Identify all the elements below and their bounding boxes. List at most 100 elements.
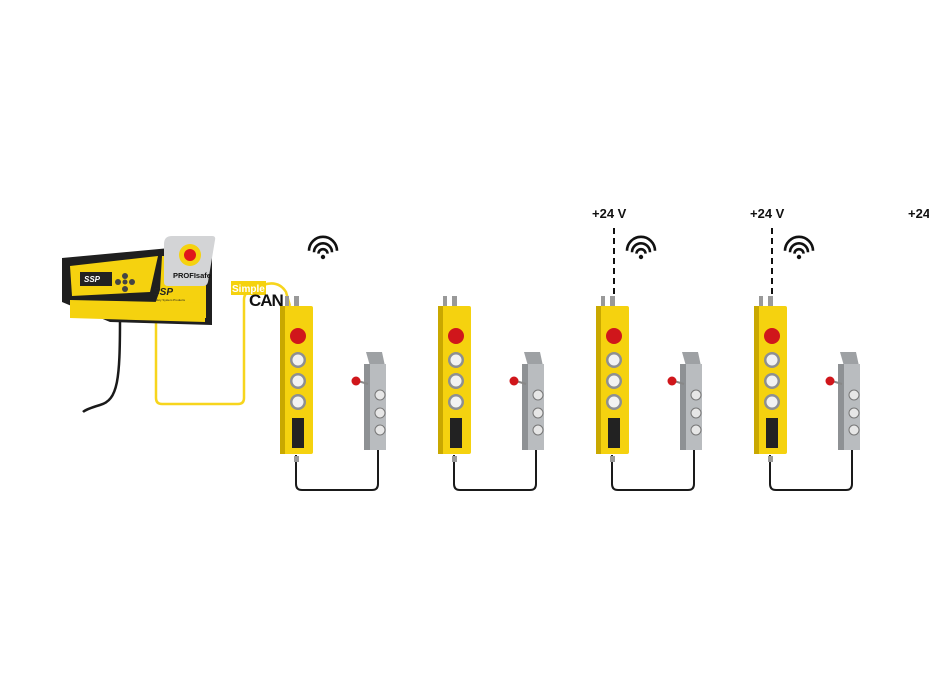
device-cable (453, 450, 537, 491)
lock-button (690, 389, 702, 401)
simplecan-main: CAN (249, 291, 284, 310)
box-side (280, 306, 285, 454)
connector (768, 296, 773, 308)
escape-release-knob (825, 376, 835, 386)
connector (285, 296, 289, 308)
push-button (608, 375, 620, 387)
controller-display (80, 272, 112, 286)
box-side (754, 306, 759, 454)
controller-logo: SSP (153, 287, 173, 298)
wifi-dot (320, 254, 326, 260)
keypad-down-key (122, 286, 128, 292)
control-box (754, 296, 787, 462)
lock-button (532, 407, 544, 419)
door-lock (825, 352, 860, 450)
push-button (292, 396, 304, 408)
controller-display-logo: SSP (84, 275, 101, 284)
display (292, 418, 304, 448)
wifi-icon (625, 235, 657, 260)
lock-button (532, 389, 544, 401)
connector (610, 296, 615, 308)
wifi-icon (307, 235, 339, 260)
display (450, 418, 462, 448)
controller-terminal-strip (70, 300, 205, 322)
device-cable (769, 450, 853, 491)
lock-button (374, 424, 386, 436)
lock-button (532, 424, 544, 436)
wifi-dot (638, 254, 644, 260)
push-button (766, 354, 778, 366)
lock-latch (366, 352, 385, 366)
bottom-connector (294, 456, 299, 462)
door-lock (509, 352, 544, 450)
simplecan-cable (154, 282, 292, 406)
lock-button (374, 407, 386, 419)
station: +24 V (596, 206, 815, 491)
wifi-icon (783, 235, 815, 260)
push-button (450, 375, 462, 387)
wifi-arc (783, 235, 815, 251)
simplecan-logo: Simple CAN (231, 281, 285, 310)
lock-latch (524, 352, 543, 366)
emergency-stop-button (764, 328, 780, 344)
lock-side (522, 364, 528, 450)
escape-release-knob (509, 376, 519, 386)
stations: +24 V+24 V+24 V (280, 206, 929, 491)
wifi-dot (796, 254, 802, 260)
voltage-label: +24 V (592, 206, 627, 221)
lock-side (838, 364, 844, 450)
keypad-enter-key (122, 279, 128, 285)
push-button (766, 375, 778, 387)
lock-button (848, 424, 860, 436)
wifi-arc (630, 242, 652, 253)
simplecan-logo-background (231, 281, 266, 295)
push-button (292, 375, 304, 387)
keypad-right-key (129, 279, 135, 285)
push-button (608, 354, 620, 366)
lock-button (848, 389, 860, 401)
voltage-label: +24 V (908, 206, 929, 221)
profisafe-badge: PROFIsafe (164, 236, 216, 286)
simplecan-prefix: Simple (232, 284, 265, 295)
bottom-connector (452, 456, 457, 462)
device-cable (295, 450, 379, 491)
push-button (292, 354, 304, 366)
box-side (438, 306, 443, 454)
bottom-connector (768, 456, 773, 462)
lock-button (848, 407, 860, 419)
bottom-connector (610, 456, 615, 462)
controller-keypad (115, 273, 135, 292)
lock-latch (682, 352, 701, 366)
control-box (596, 296, 629, 462)
push-button (450, 354, 462, 366)
device-cable (611, 450, 695, 491)
control-box (438, 296, 471, 462)
emergency-stop-button (448, 328, 464, 344)
controller-subtitle: Safety System Products (153, 298, 186, 302)
controller-power-cable (82, 317, 122, 413)
connector (452, 296, 457, 308)
wifi-arc (635, 247, 647, 254)
emergency-stop-button (290, 328, 306, 344)
lock-side (364, 364, 370, 450)
push-button (450, 396, 462, 408)
wifi-arc (788, 242, 810, 253)
wifi-arc (317, 247, 329, 254)
wifi-arc (312, 242, 334, 253)
connector (759, 296, 763, 308)
lock-side (680, 364, 686, 450)
connector (601, 296, 605, 308)
lock-latch (840, 352, 859, 366)
escape-release-knob (667, 376, 677, 386)
push-button (608, 396, 620, 408)
connector (443, 296, 447, 308)
station (280, 235, 386, 491)
box-side (596, 306, 601, 454)
emergency-stop-button (606, 328, 622, 344)
station: +24 V (754, 206, 929, 491)
profisafe-label: PROFIsafe (173, 271, 211, 280)
display (766, 418, 778, 448)
door-lock (351, 352, 386, 450)
emergency-stop-icon-center (184, 249, 196, 261)
